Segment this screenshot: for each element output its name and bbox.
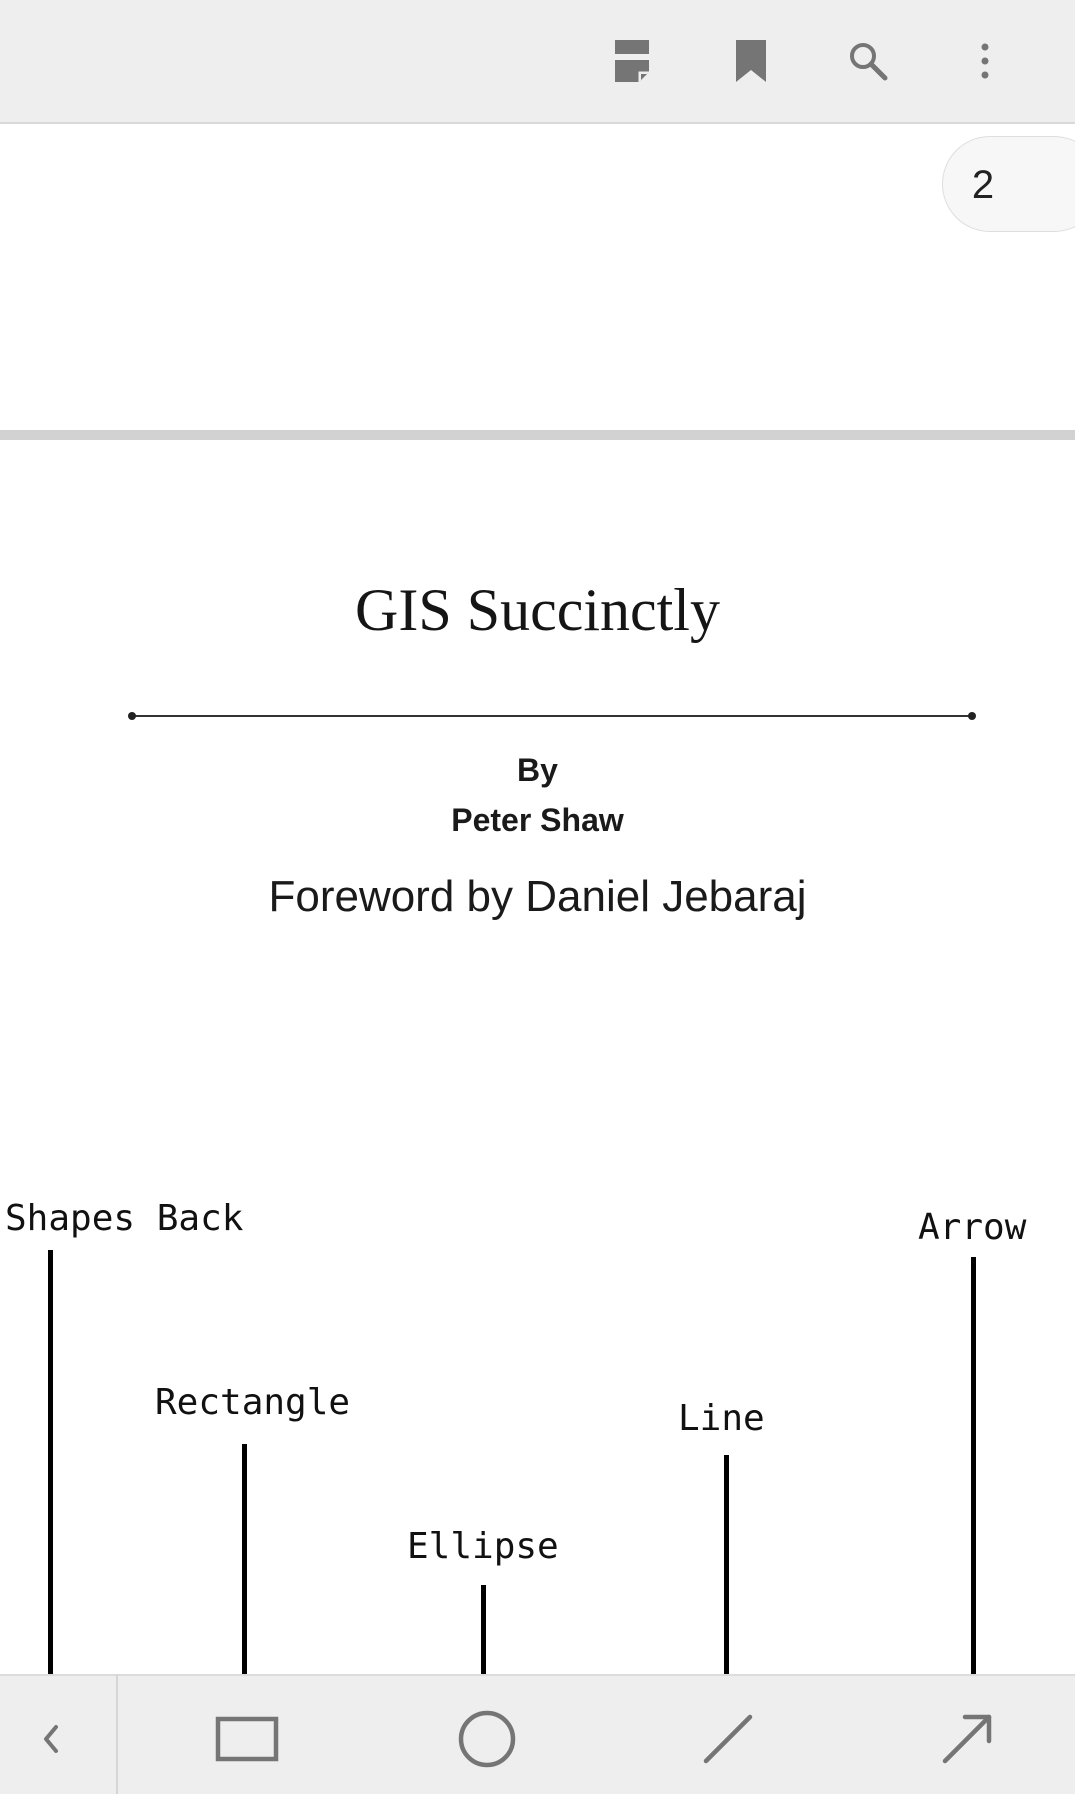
foreword-line: Foreword by Daniel Jebaraj	[268, 872, 807, 921]
rectangle-icon	[215, 1716, 279, 1762]
reading-mode-icon[interactable]	[594, 22, 672, 100]
back-chevron-icon	[44, 1725, 58, 1753]
author-name: Peter Shaw	[451, 802, 624, 838]
top-toolbar	[0, 0, 1075, 124]
line-shape-button[interactable]	[683, 1694, 773, 1784]
toolbar-divider	[116, 1674, 118, 1794]
rectangle-shape-button[interactable]	[202, 1694, 292, 1784]
more-options-icon[interactable]	[946, 22, 1024, 100]
page-separator	[0, 430, 1075, 440]
leader-arrow	[971, 1257, 976, 1690]
search-icon[interactable]	[829, 22, 907, 100]
by-label: By	[517, 752, 558, 788]
callout-arrow: Arrow	[918, 1207, 1027, 1248]
leader-shapes-back	[48, 1250, 53, 1700]
arrow-shape-button[interactable]	[922, 1694, 1012, 1784]
leader-line	[724, 1455, 729, 1695]
page-number-badge[interactable]: 2	[942, 136, 1075, 232]
leader-rectangle	[242, 1444, 247, 1692]
bookmark-icon[interactable]	[712, 22, 790, 100]
ellipse-shape-button[interactable]	[442, 1694, 532, 1784]
callout-line: Line	[678, 1398, 765, 1439]
rule-endpoint-right	[968, 712, 976, 720]
leader-ellipse	[481, 1585, 486, 1695]
book-title: GIS Succinctly	[355, 577, 720, 643]
callout-rectangle: Rectangle	[155, 1382, 351, 1423]
shapes-toolbar	[0, 1674, 1075, 1794]
ellipse-icon	[458, 1710, 516, 1768]
shapes-back-button[interactable]	[6, 1694, 96, 1784]
callout-shapes-back: Shapes Back	[5, 1198, 244, 1239]
title-rule	[132, 715, 972, 717]
arrow-icon	[942, 1714, 992, 1764]
callout-ellipse: Ellipse	[407, 1526, 559, 1567]
line-icon	[703, 1714, 753, 1764]
page-number: 2	[971, 163, 995, 207]
rule-endpoint-left	[128, 712, 136, 720]
